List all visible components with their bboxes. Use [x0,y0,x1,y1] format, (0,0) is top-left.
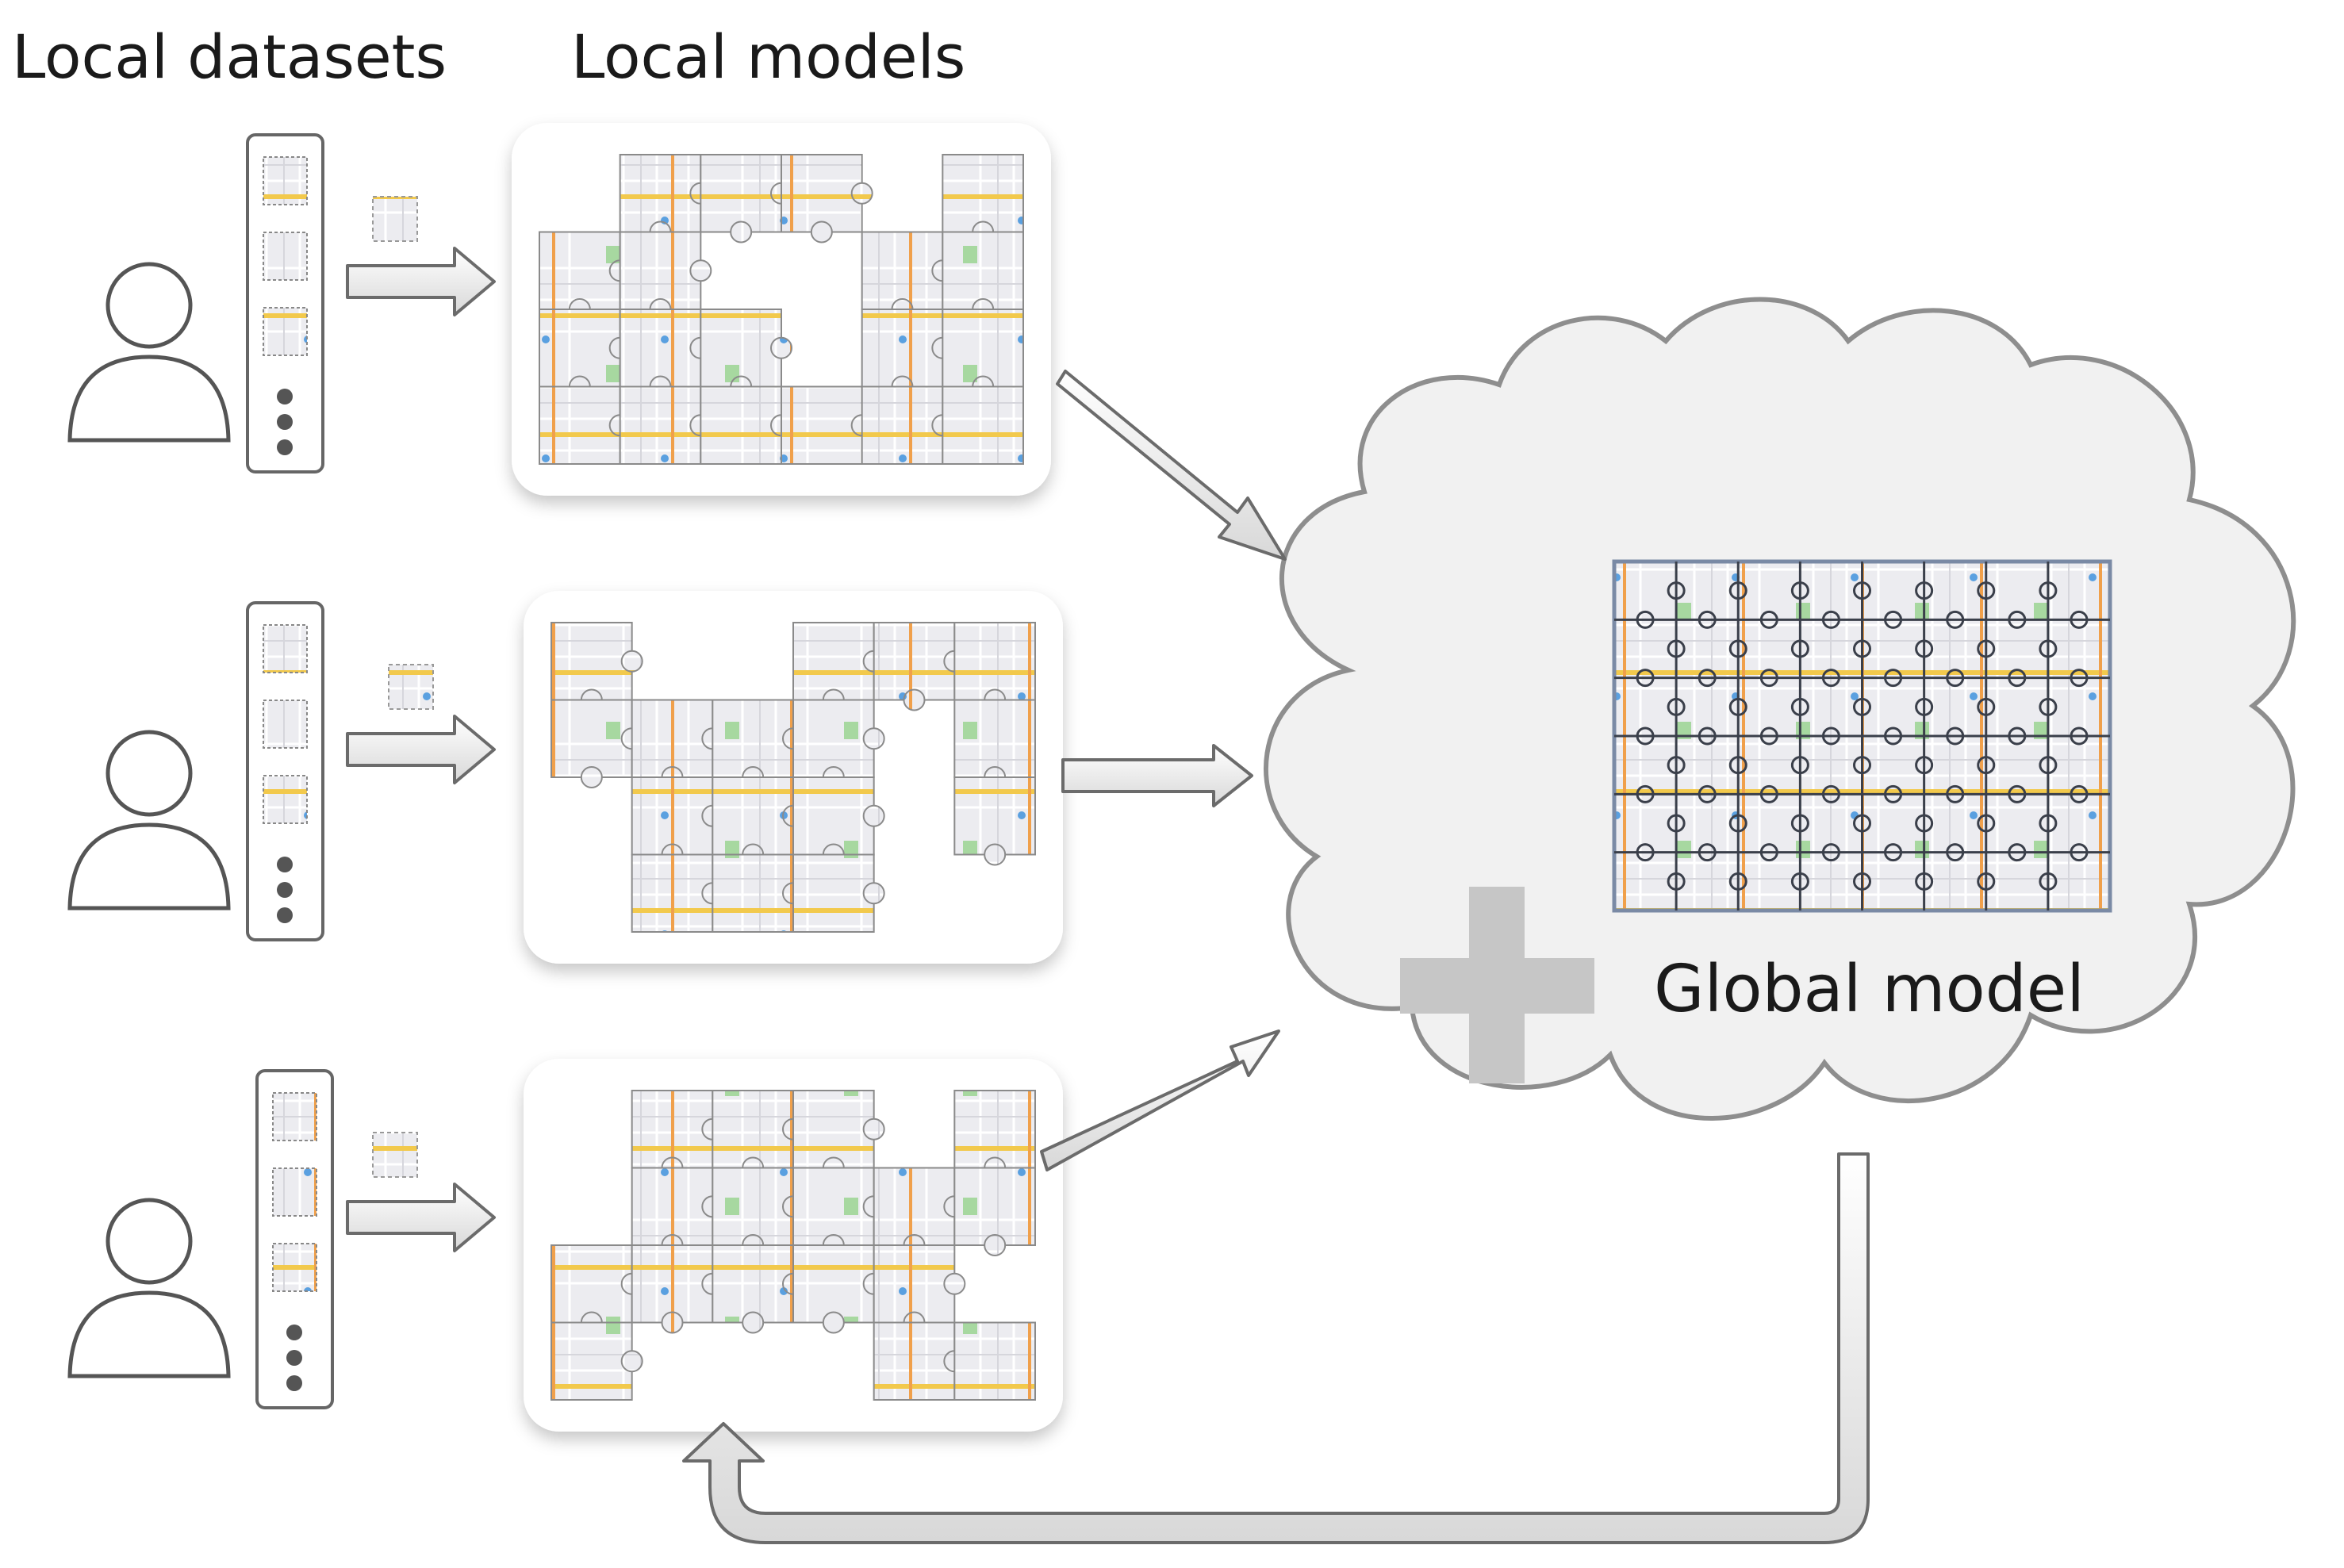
local-model-map [512,123,1051,496]
puzzle-piece [539,385,631,465]
puzzle-piece [953,1321,1037,1401]
puzzle-piece [551,1321,643,1401]
puzzle-piece [619,385,712,465]
client-3 [67,1059,1063,1432]
puzzle-piece [712,1090,804,1179]
puzzle-piece [953,1090,1037,1179]
puzzle-piece [873,1244,966,1334]
arrow-right-icon [346,247,496,316]
puzzle-piece [619,309,712,398]
local-models-label: Local models [571,21,965,92]
puzzle-piece [792,622,885,711]
puzzle-piece [792,699,885,788]
global-puzzle-grid [1614,562,2110,911]
puzzle-piece [712,699,804,788]
arrow-right-icon [346,1183,496,1252]
puzzle-piece [861,309,954,398]
puzzle-piece [712,1244,804,1334]
client-1 [67,123,1051,496]
puzzle-piece [942,309,1025,398]
puzzle-piece [861,231,954,320]
local-datasets-label: Local datasets [12,21,447,92]
feedback-arrow-icon [682,1152,1870,1544]
puzzle-piece [792,1167,885,1256]
puzzle-piece [942,154,1025,243]
puzzle-piece [861,385,954,465]
puzzle-piece [712,1167,804,1256]
local-model-map [524,1059,1063,1432]
puzzle-piece [631,776,724,866]
puzzle-piece [712,776,804,866]
upload-arrows [1040,370,1287,1171]
puzzle-piece [539,231,631,320]
puzzle-piece [631,853,724,933]
user-icon [67,262,231,443]
puzzle-piece [953,622,1037,711]
puzzle-piece [551,699,643,788]
puzzle-piece [792,853,885,933]
dataset-stack-icon [246,601,324,941]
puzzle-piece [942,385,1025,465]
puzzle-piece [631,1167,724,1256]
global-model-label: Global model [1654,952,2085,1027]
puzzle-piece [953,699,1037,788]
local-model-map [524,591,1063,964]
puzzle-piece [873,622,966,711]
puzzle-piece [873,1321,966,1401]
dataset-stack-icon [246,133,324,473]
puzzle-piece [551,1244,643,1334]
puzzle-piece [781,385,873,465]
puzzle-piece [700,385,792,465]
puzzle-piece [631,699,724,788]
puzzle-piece [942,231,1025,320]
dataset-stack-icon [255,1069,334,1409]
puzzle-piece [781,154,873,243]
puzzle-piece [619,154,712,243]
puzzle-piece [619,231,712,320]
user-icon [67,730,231,911]
puzzle-piece [631,1090,724,1179]
arrow-right-icon [1040,1029,1280,1171]
plus-icon [1400,887,1594,1083]
arrow-right-icon [1061,744,1253,807]
puzzle-piece [631,1244,724,1334]
arrow-right-icon [1056,370,1287,561]
puzzle-piece [712,853,804,933]
puzzle-piece [873,1167,966,1256]
puzzle-piece [953,1167,1037,1256]
puzzle-piece [953,776,1037,866]
puzzle-piece [792,1244,885,1334]
puzzle-piece [539,309,631,398]
puzzle-piece-icon [388,664,434,710]
puzzle-piece [700,154,792,243]
global-model-map [1612,559,2112,913]
arrow-right-icon [346,715,496,784]
client-2 [67,591,1063,964]
puzzle-piece [700,309,792,398]
user-icon [67,1198,231,1378]
clients-layer [67,123,1063,1432]
global-model-cloud: Global model [1264,297,2296,1121]
puzzle-piece-icon [372,196,418,242]
puzzle-piece [792,1090,885,1179]
puzzle-piece [551,622,643,711]
puzzle-piece [792,776,885,866]
puzzle-piece-icon [372,1132,418,1178]
